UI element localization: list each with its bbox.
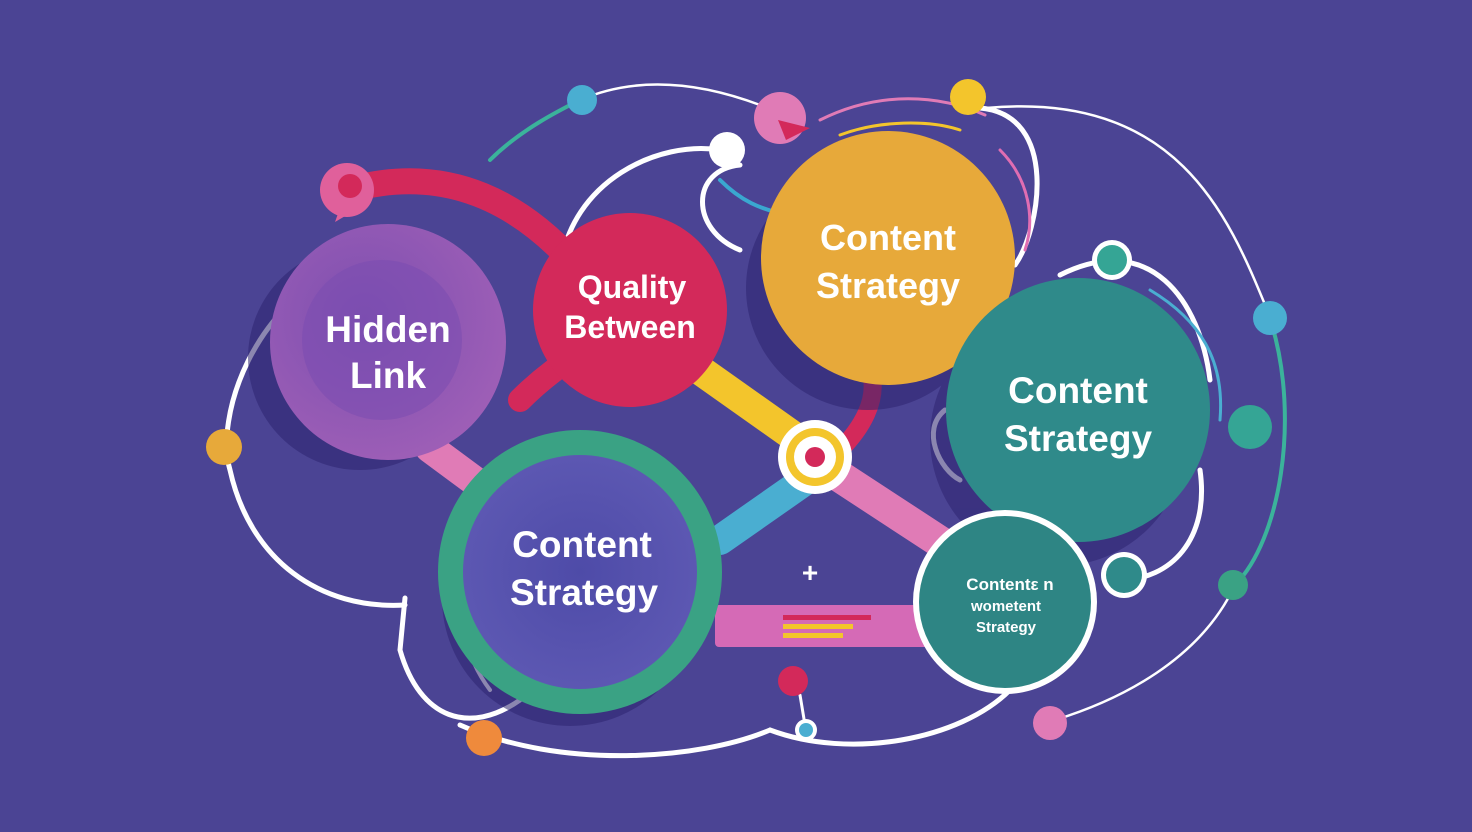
thin-line-bottom-right: [1053, 583, 1237, 722]
bottom-bar-stripe-yellow: [783, 624, 853, 629]
decorative-dots: [206, 79, 1287, 756]
connector-loop-bottom: [457, 687, 1013, 759]
hub-target-icon: [778, 420, 852, 494]
node-content-strategy-top-label-1: Content: [820, 217, 956, 258]
node-hidden-link-label-2: Link: [350, 355, 426, 396]
thin-line-top: [578, 83, 762, 107]
magenta-pin-tip: [778, 120, 810, 140]
node-content-strategy-bottom-label-1: Content: [512, 524, 652, 565]
connector-loop-bottom-left: [397, 595, 523, 721]
node-content-strategy-small[interactable]: Contentε n wometent Strategy: [913, 510, 1097, 694]
node-quality-between-circle: [533, 213, 727, 407]
red-dot-icon: [778, 666, 808, 696]
node-content-strategy-small-circle: [919, 516, 1091, 688]
thin-line-yellow-top: [838, 121, 962, 137]
node-content-strategy-right-label-1: Content: [1008, 370, 1148, 411]
blue-dot-bottom-icon: [799, 723, 813, 737]
node-hidden-link[interactable]: Hidden Link: [270, 224, 506, 460]
node-content-strategy-bottom-label-2: Strategy: [510, 572, 658, 613]
node-content-strategy-right-circle: [946, 278, 1210, 542]
node-content-strategy-right-label-2: Strategy: [1004, 418, 1152, 459]
thin-line-blue-arc: [1148, 288, 1223, 422]
pink-pin-icon: [320, 163, 374, 222]
thin-line-right-teal: [1233, 323, 1287, 587]
magenta-pin-outer: [754, 92, 806, 144]
node-content-strategy-top-circle: [761, 131, 1015, 385]
node-hidden-link-label-1: Hidden: [325, 309, 450, 350]
node-content-strategy-right[interactable]: Content Strategy: [946, 278, 1210, 542]
orange-dot-bottom-icon: [466, 720, 502, 756]
orange-dot-left-icon: [206, 429, 242, 465]
ribbon-pink-left: [415, 433, 495, 500]
teal-dot-icon: [1097, 245, 1127, 275]
node-content-strategy-small-label-3: Strategy: [976, 619, 1037, 636]
node-quality-between-label-2: Between: [564, 309, 696, 345]
node-content-strategy-bottom[interactable]: Content Strategy: [438, 430, 722, 714]
node-quality-between[interactable]: Quality Between: [533, 213, 727, 407]
node-content-strategy-bottom-circle: [463, 455, 697, 689]
thin-line-pink-arc: [998, 148, 1032, 252]
hub-center: [805, 447, 825, 467]
node-content-strategy-top-label-2: Strategy: [816, 265, 960, 306]
pink-pin-tail: [335, 208, 352, 222]
node-quality-between-label-1: Quality: [578, 269, 687, 305]
green-dot-icon: [1218, 570, 1248, 600]
ribbon-red-top: [357, 168, 593, 283]
thin-line-top-right: [984, 105, 1270, 314]
blue-dot-icon: [567, 85, 597, 115]
node-hidden-link-inner: [302, 260, 462, 420]
bottom-bar-stripe-yellow-2: [783, 633, 843, 638]
node-content-strategy-small-label-2: wometent: [970, 598, 1041, 615]
magenta-pin-icon: [754, 92, 810, 144]
yellow-dot-icon: [950, 79, 986, 115]
bottom-bar-stripe-red: [783, 615, 871, 620]
blue-dot-right-icon: [1253, 301, 1287, 335]
plus-icon: +: [802, 557, 818, 588]
node-content-strategy-small-label-1: Contentε n: [966, 575, 1053, 594]
bottom-bar: [715, 605, 930, 647]
pink-pin-inner: [338, 174, 362, 198]
white-dot-icon: [709, 132, 745, 168]
pink-dot-icon: [1033, 706, 1067, 740]
teal-dot-bottom-icon: [1106, 557, 1142, 593]
node-content-strategy-top[interactable]: Content Strategy: [761, 131, 1015, 385]
connector-loop-top-mid: [700, 162, 743, 253]
teal-dot-large-icon: [1228, 405, 1272, 449]
